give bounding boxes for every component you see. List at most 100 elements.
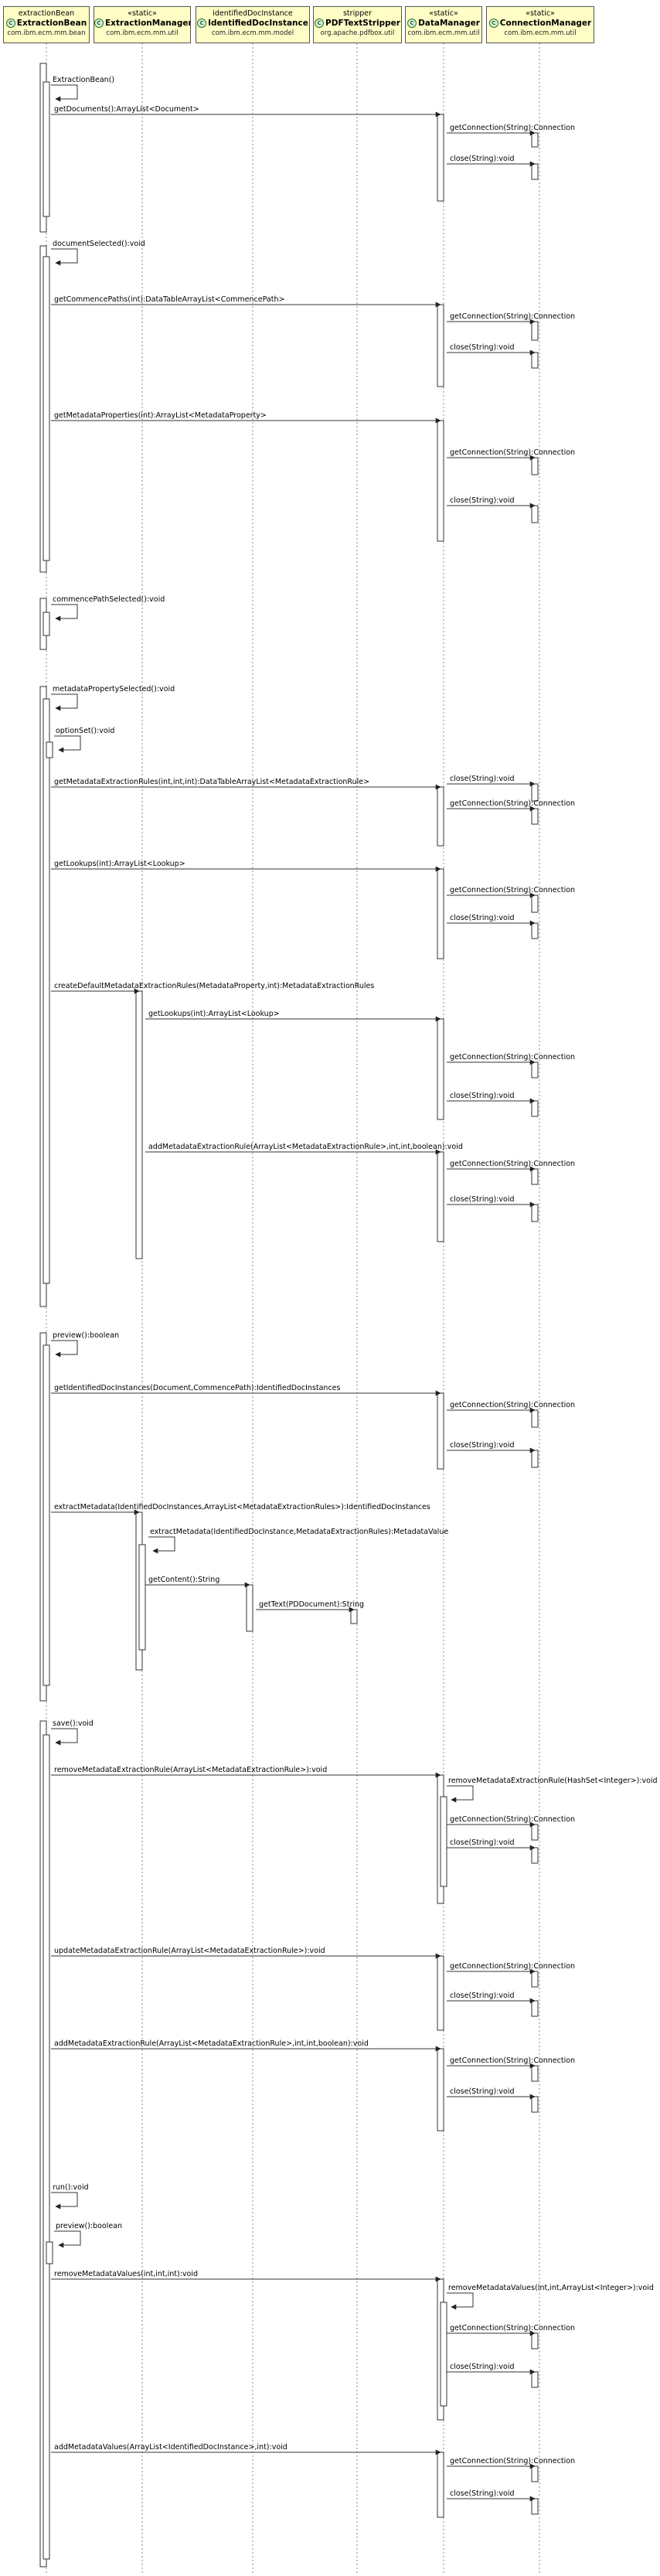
activation-bar (437, 868, 444, 959)
message-label: getIdentifiedDocInstances(Document,Comme… (54, 1384, 341, 1392)
self-message-arrow[interactable] (51, 1340, 78, 1358)
message-label: getConnection(String):Connection (450, 1962, 575, 1971)
lifeline-class-name: ConnectionManager (499, 19, 592, 28)
lifeline-package: com.ibm.ecm.mm.util (106, 29, 179, 37)
message-label: addMetadataExtractionRule(ArrayList<Meta… (54, 2039, 369, 2048)
message-label: getConnection(String):Connection (450, 886, 575, 894)
self-message-arrow[interactable] (54, 735, 81, 753)
activation-bar (437, 420, 444, 542)
activation-bar (531, 1168, 539, 1185)
lifeline-package: com.ibm.ecm.mm.util (407, 29, 480, 37)
activation-bar (531, 1971, 539, 1988)
activation-bar (531, 2371, 539, 2388)
message-label: getMetadataExtractionRules(int,int,int):… (54, 778, 369, 786)
class-icon: C (407, 19, 417, 28)
lifeline-class-name: ExtractionBean (16, 19, 87, 28)
self-message-arrow[interactable] (51, 693, 78, 711)
message-label: getConnection(String):Connection (450, 2056, 575, 2065)
message-label: close(String):void (450, 496, 515, 505)
message-label: getConnection(String):Connection (450, 2324, 575, 2332)
message-label: close(String):void (450, 1195, 515, 1204)
activation-bar (440, 1796, 447, 1887)
message-label: close(String):void (450, 1441, 515, 1450)
message-label: close(String):void (450, 775, 515, 783)
activation-bar (531, 321, 539, 341)
self-message-arrow[interactable] (51, 84, 78, 102)
message-label: getConnection(String):Connection (450, 124, 575, 132)
activation-bar (437, 2048, 444, 2131)
activation-bar (531, 2465, 539, 2482)
lifeline-instance-name: stripper (342, 9, 373, 18)
lifeline-stereotype: «static» (526, 9, 555, 18)
lifeline-instance-name: extractionBean (18, 9, 75, 18)
message-label: extractMetadata(IdentifiedDocInstance,Me… (150, 1528, 448, 1536)
lifeline-class-name: ExtractionManager (105, 19, 191, 28)
lifeline-stereotype: «static» (429, 9, 458, 18)
activation-bar (531, 132, 539, 148)
message-label: getText(PDDocument):String (259, 1600, 364, 1609)
activation-bar (531, 783, 539, 802)
message-label: close(String):void (450, 1838, 515, 1847)
self-message-arrow[interactable] (51, 1728, 78, 1746)
self-message-arrow[interactable] (447, 1785, 474, 1803)
message-label: addMetadataValues(ArrayList<IdentifiedDo… (54, 2443, 287, 2452)
message-label: getDocuments():ArrayList<Document> (54, 105, 199, 114)
activation-bar (43, 1734, 50, 2560)
activation-bar (43, 256, 50, 561)
self-message-arrow[interactable] (54, 2230, 81, 2248)
activation-bar (43, 1344, 50, 1686)
lifeline-class-name: DataManager (418, 19, 480, 28)
message-label: close(String):void (450, 343, 515, 352)
message-label: getContent():String (148, 1576, 219, 1584)
lifeline-package: com.ibm.ecm.mm.util (504, 29, 577, 37)
message-label: preview():boolean (53, 1331, 119, 1340)
message-label: getConnection(String):Connection (450, 799, 575, 808)
message-label: getConnection(String):Connection (450, 1815, 575, 1824)
activation-bar (437, 1018, 444, 1120)
message-label: updateMetadataExtractionRule(ArrayList<M… (54, 1947, 325, 1955)
lifeline-instance-name: identifiedDocInstance (213, 9, 293, 18)
class-icon: C (197, 19, 207, 28)
activation-bar (135, 990, 143, 1259)
message-label: save():void (53, 1719, 94, 1728)
activation-bar (437, 1151, 444, 1242)
activation-bar (43, 612, 50, 636)
self-message-arrow[interactable] (51, 248, 78, 266)
message-label: removeMetadataValues(int,int,int):void (54, 2270, 198, 2278)
message-label: extractMetadata(IdentifiedDocInstances,A… (54, 1503, 430, 1511)
activation-bar (531, 922, 539, 939)
activation-bar (531, 1847, 539, 1864)
class-icon: C (315, 19, 325, 28)
self-message-arrow[interactable] (148, 1536, 175, 1554)
message-label: close(String):void (450, 914, 515, 922)
message-label: commencePathSelected():void (53, 595, 165, 604)
activation-bar (437, 114, 444, 202)
lifeline-class-name: PDFTextStripper (325, 19, 400, 28)
message-label: documentSelected():void (53, 240, 145, 248)
activation-bar (531, 808, 539, 825)
activation-bar (531, 2096, 539, 2113)
activation-bar (437, 1392, 444, 1470)
message-label: getMetadataProperties(int):ArrayList<Met… (54, 411, 267, 420)
activation-bar (437, 786, 444, 847)
self-message-arrow[interactable] (447, 2292, 474, 2310)
class-icon: C (488, 19, 498, 28)
message-label: getConnection(String):Connection (450, 448, 575, 457)
activation-bar (531, 352, 539, 369)
activation-bar (437, 2452, 444, 2518)
message-label: getConnection(String):Connection (450, 1401, 575, 1409)
self-message-arrow[interactable] (51, 2192, 78, 2210)
self-message-arrow[interactable] (51, 604, 78, 622)
activation-bar (531, 2332, 539, 2349)
activation-bar (350, 1609, 358, 1624)
message-label: close(String):void (450, 2087, 515, 2096)
lifeline-package: com.ibm.ecm.mm.bean (7, 29, 86, 37)
message-label: createDefaultMetadataExtractionRules(Met… (54, 982, 374, 990)
activation-bar (437, 304, 444, 387)
